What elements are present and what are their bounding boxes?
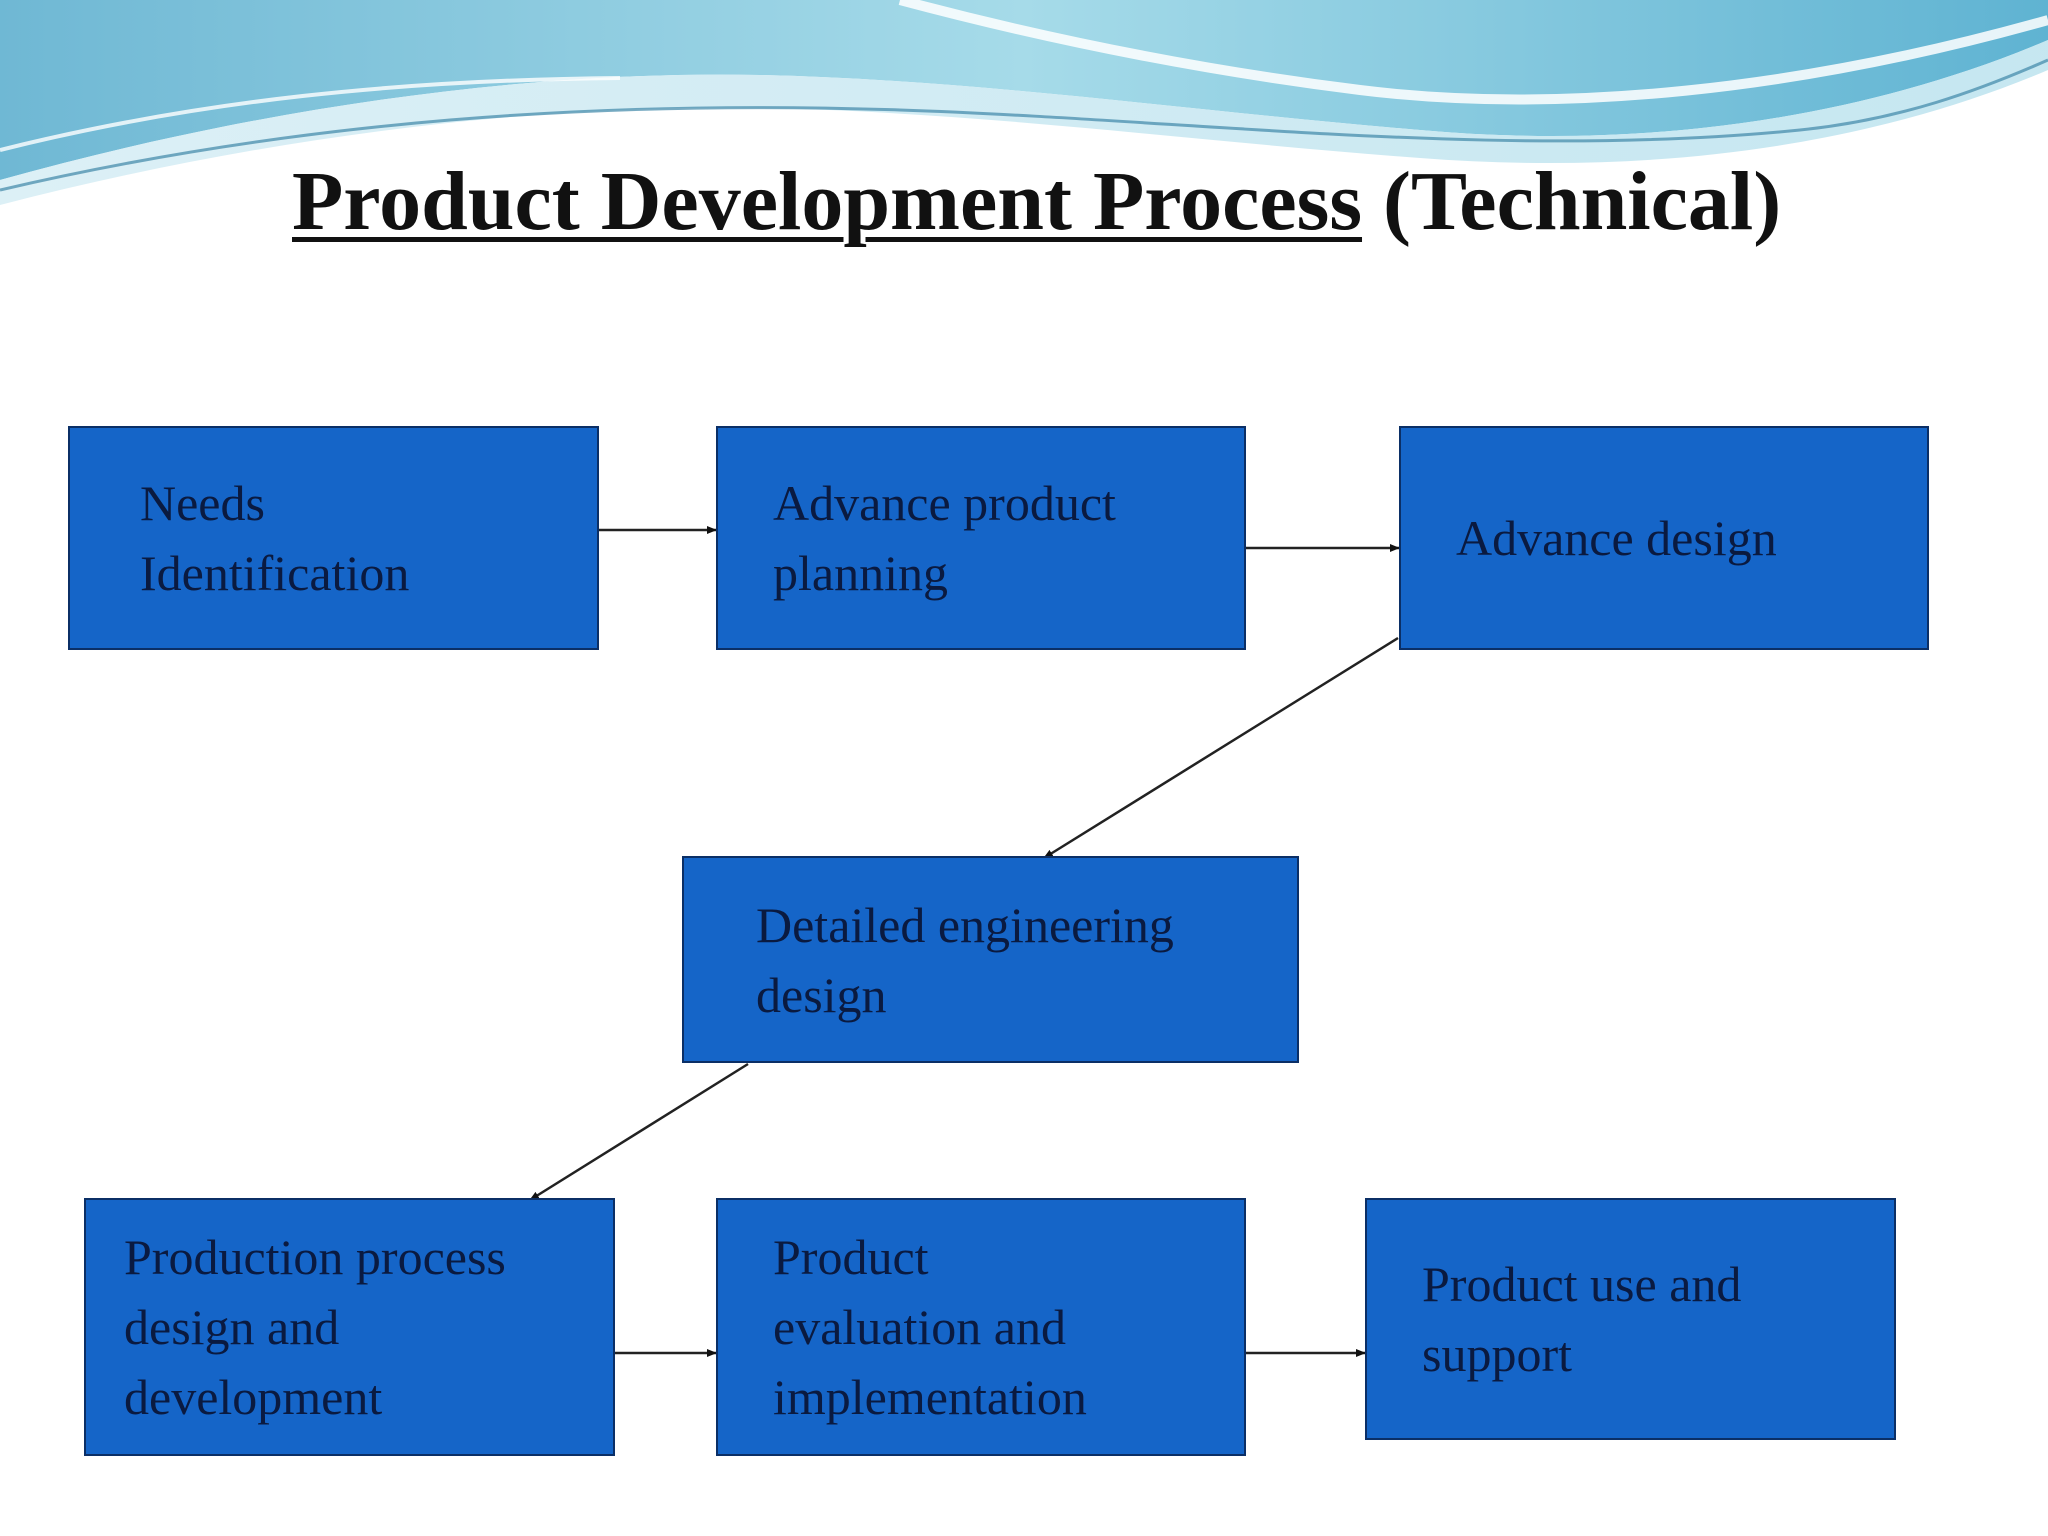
step-needs-identification: Needs Identification [68, 426, 599, 650]
step-advance-design: Advance design [1399, 426, 1929, 650]
step-product-use-support: Product use and support [1365, 1198, 1896, 1440]
step-product-evaluation-label: Product evaluation and implementation [773, 1229, 1087, 1425]
step-advance-product-planning: Advance product planning [716, 426, 1246, 650]
title-main: Product Development Process [292, 155, 1363, 248]
header-wave-decoration [0, 0, 2048, 205]
step-advance-product-planning-label: Advance product planning [773, 475, 1116, 601]
step-production-process: Production process design and developmen… [84, 1198, 615, 1456]
step-detailed-engineering-design: Detailed engineering design [682, 856, 1299, 1063]
arrow-design-to-detailed [1043, 636, 1399, 860]
step-needs-identification-label: Needs Identification [140, 475, 410, 601]
arrow-detailed-to-production [529, 1062, 749, 1202]
step-advance-design-label: Advance design [1456, 510, 1777, 566]
step-detailed-engineering-design-label: Detailed engineering design [756, 896, 1174, 1023]
step-product-evaluation: Product evaluation and implementation [716, 1198, 1246, 1456]
page-title: Product Development Process (Technical) [292, 152, 1992, 252]
step-production-process-label: Production process design and developmen… [124, 1229, 506, 1425]
step-product-use-support-label: Product use and support [1422, 1256, 1742, 1382]
title-suffix: (Technical) [1383, 155, 1782, 248]
